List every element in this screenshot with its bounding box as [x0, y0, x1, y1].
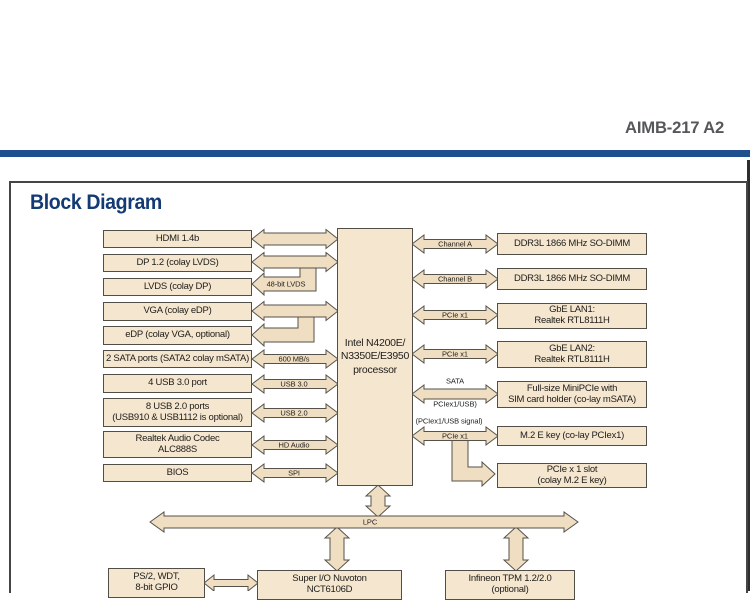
box-audio: Realtek Audio Codec ALC888S — [103, 431, 252, 458]
label-usb2: USB 2.0 — [280, 408, 308, 418]
branch-edp_branch — [251, 314, 315, 348]
box-lvds: LVDS (colay DP) — [103, 278, 252, 296]
arrow-hdmi — [251, 228, 339, 250]
box-lan1: GbE LAN1: Realtek RTL8111H — [497, 303, 647, 329]
page-header-model: AIMB-217 A2 — [624, 118, 724, 137]
box-m2: M.2 E key (co-lay PCIex1) — [497, 426, 647, 446]
arrow-cpu_lpc — [364, 484, 392, 518]
box-edp: eDP (colay VGA, optional) — [103, 326, 252, 345]
box-ps2: PS/2, WDT, 8-bit GPIO — [108, 568, 205, 598]
arrow-lpc_bus — [149, 511, 579, 533]
label-m2: PCIe x1 — [442, 431, 468, 441]
label-pcie_lan2: PCIe x1 — [442, 349, 468, 359]
page-edge-shadow — [747, 160, 750, 591]
label-spi: SPI — [288, 468, 300, 478]
box-ddr2: DDR3L 1866 MHz SO-DIMM — [497, 268, 647, 290]
label-chb: Channel B — [437, 274, 473, 284]
box-vga: VGA (colay eDP) — [103, 302, 252, 321]
label-pciex1usb: PCIex1/USB) — [433, 399, 477, 409]
label-sata600: 600 MB/s — [278, 354, 310, 364]
label-cha: Channel A — [438, 239, 472, 249]
box-usb3: 4 USB 3.0 port — [103, 374, 252, 393]
arrow-vga — [251, 300, 339, 322]
label-usb3: USB 3.0 — [280, 379, 308, 389]
box-dp: DP 1.2 (colay LVDS) — [103, 254, 252, 272]
box-bios: BIOS — [103, 464, 252, 482]
box-lan2: GbE LAN2: Realtek RTL8111H — [497, 341, 647, 368]
arrow-lpc_tpm — [502, 526, 530, 572]
label-l48: 48-bit LVDS — [266, 279, 306, 289]
section-title: Block Diagram — [30, 191, 162, 214]
label-hda: HD Audio — [278, 440, 310, 450]
arrow-dp — [251, 251, 339, 273]
box-cpu: Intel N4200E/ N3350E/E3950 processor — [337, 228, 413, 486]
box-usb2: 8 USB 2.0 ports (USB910 & USB1112 is opt… — [103, 398, 252, 427]
content-frame — [9, 181, 748, 593]
arrow-ps2sio — [203, 573, 259, 591]
box-sata: 2 SATA ports (SATA2 colay mSATA) — [103, 350, 252, 368]
label-sata_top: SATA — [445, 376, 465, 386]
label-pcie_lan1: PCIe x1 — [442, 310, 468, 320]
box-mini: Full-size MiniPCIe with SIM card holder … — [497, 381, 647, 408]
label-lpc: LPC — [362, 517, 378, 527]
box-tpm: Infineon TPM 1.2/2.0 (optional) — [445, 570, 575, 600]
header-rule — [0, 150, 750, 157]
branch-m2_slot_branch — [451, 438, 496, 488]
box-pcieslot: PCIe x 1 slot (colay M.2 E key) — [497, 463, 647, 488]
box-sio: Super I/O Nuvoton NCT6106D — [257, 570, 402, 600]
box-ddr1: DDR3L 1866 MHz SO-DIMM — [497, 233, 647, 255]
box-hdmi: HDMI 1.4b — [103, 230, 252, 248]
label-signal: (PCIex1/USB signal) — [415, 416, 483, 426]
arrow-lpc_sio — [323, 526, 351, 572]
